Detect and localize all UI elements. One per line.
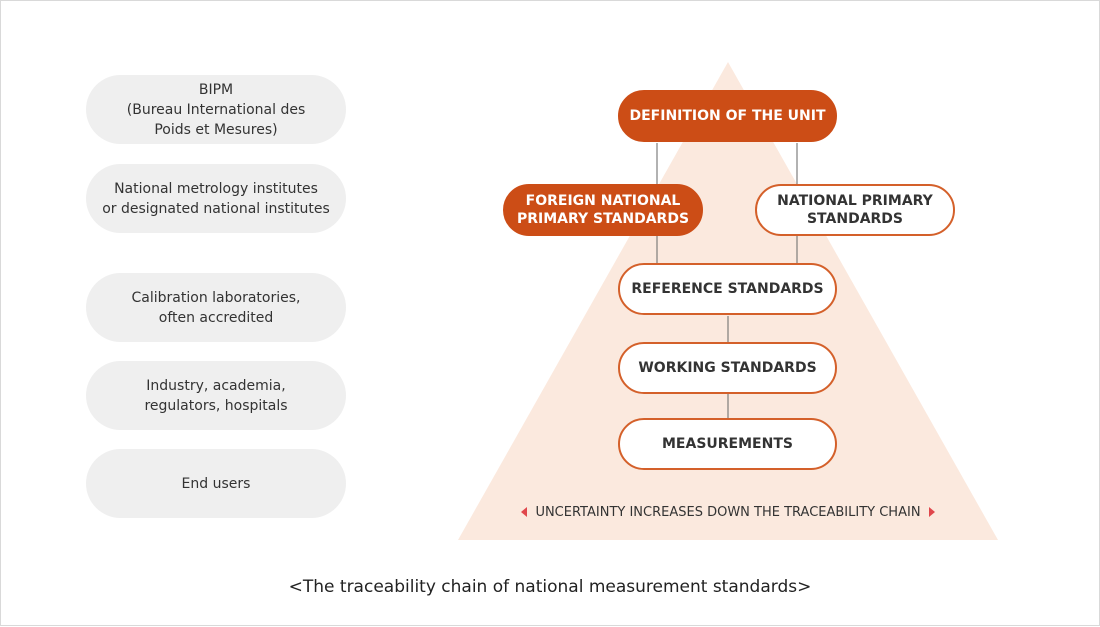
figure-caption: <The traceability chain of national meas…	[288, 577, 812, 597]
arrow-left-icon	[521, 507, 528, 517]
node-measurements: MEASUREMENTS	[618, 418, 837, 470]
arrow-right-icon	[928, 507, 935, 517]
node-reference-standards: REFERENCE STANDARDS	[618, 263, 837, 315]
node-definition-of-unit: DEFINITION OF THE UNIT	[618, 90, 837, 142]
node-national-primary-standards: NATIONAL PRIMARY STANDARDS	[755, 184, 955, 236]
level-national-institutes: National metrology institutes or designa…	[86, 164, 346, 233]
level-industry: Industry, academia, regulators, hospital…	[86, 361, 346, 430]
level-calibration-laboratories: Calibration laboratories, often accredit…	[86, 273, 346, 342]
node-foreign-primary-standards: FOREIGN NATIONAL PRIMARY STANDARDS	[503, 184, 703, 236]
uncertainty-note: UNCERTAINTY INCREASES DOWN THE TRACEABIL…	[458, 503, 998, 521]
level-end-users: End users	[86, 449, 346, 518]
level-bipm: BIPM (Bureau International des Poids et …	[86, 75, 346, 144]
node-working-standards: WORKING STANDARDS	[618, 342, 837, 394]
uncertainty-label: UNCERTAINTY INCREASES DOWN THE TRACEABIL…	[535, 504, 921, 520]
